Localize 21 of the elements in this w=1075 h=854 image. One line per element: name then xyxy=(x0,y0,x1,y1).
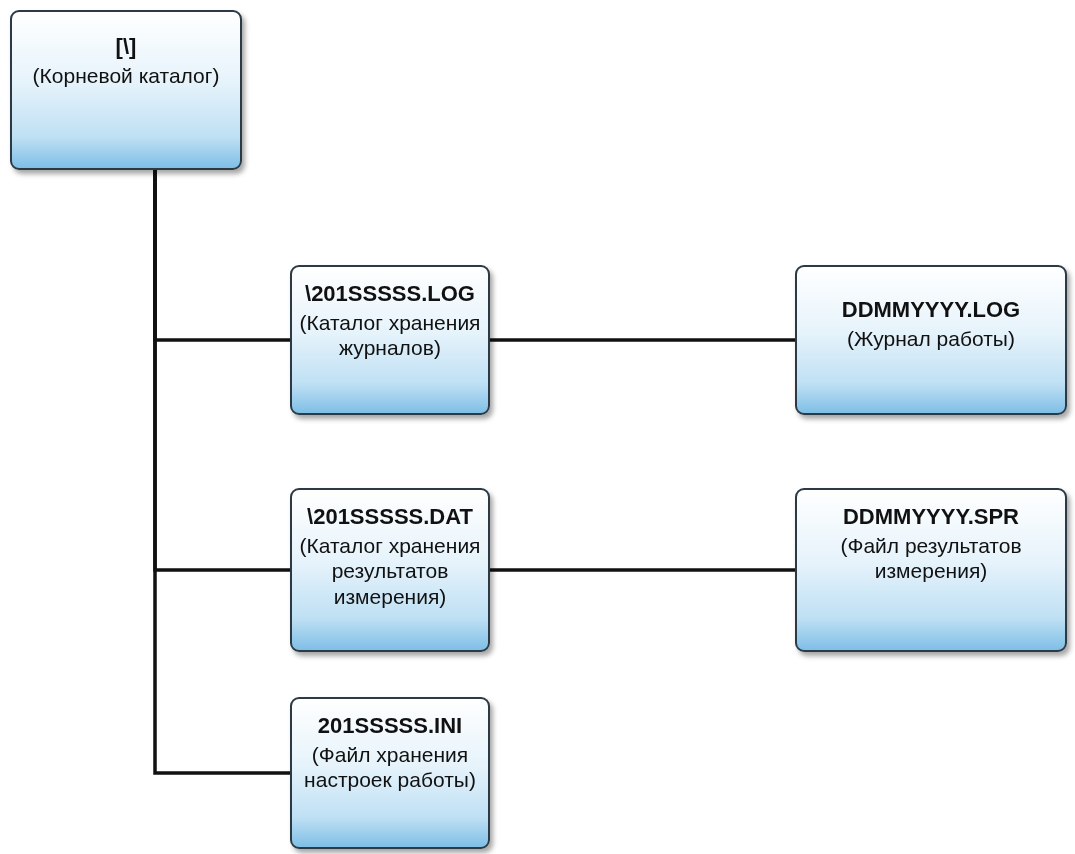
file-name: \201SSSSS.DAT xyxy=(307,504,473,530)
connector-line xyxy=(153,170,290,775)
folder-box xyxy=(10,10,242,170)
file-name: \201SSSSS.LOG xyxy=(305,281,475,307)
folder-box xyxy=(290,488,490,652)
description-text: (Файл хранения настроек работы) xyxy=(303,742,477,793)
description-text: (Журнал работы) xyxy=(847,326,1015,352)
description-text: (Корневой каталог) xyxy=(32,63,220,89)
connector-line xyxy=(490,568,795,572)
folder-box xyxy=(290,265,490,415)
description-text: (Каталог хранения журналов) xyxy=(298,310,482,361)
file-name: [\] xyxy=(115,34,137,60)
file-name: 201SSSSS.INI xyxy=(317,713,463,739)
file-name: DDMMYYYY.SPR xyxy=(842,504,1019,530)
folder-box xyxy=(795,488,1067,652)
connector-line xyxy=(490,338,795,342)
file-name: DDMMYYYY.LOG xyxy=(841,297,1021,323)
folder-box xyxy=(795,265,1067,415)
folder-box xyxy=(290,697,490,849)
description-text: (Файл результатов измерения) xyxy=(839,533,1023,584)
description-text: (Каталог хранения результатов измерения) xyxy=(298,533,482,609)
